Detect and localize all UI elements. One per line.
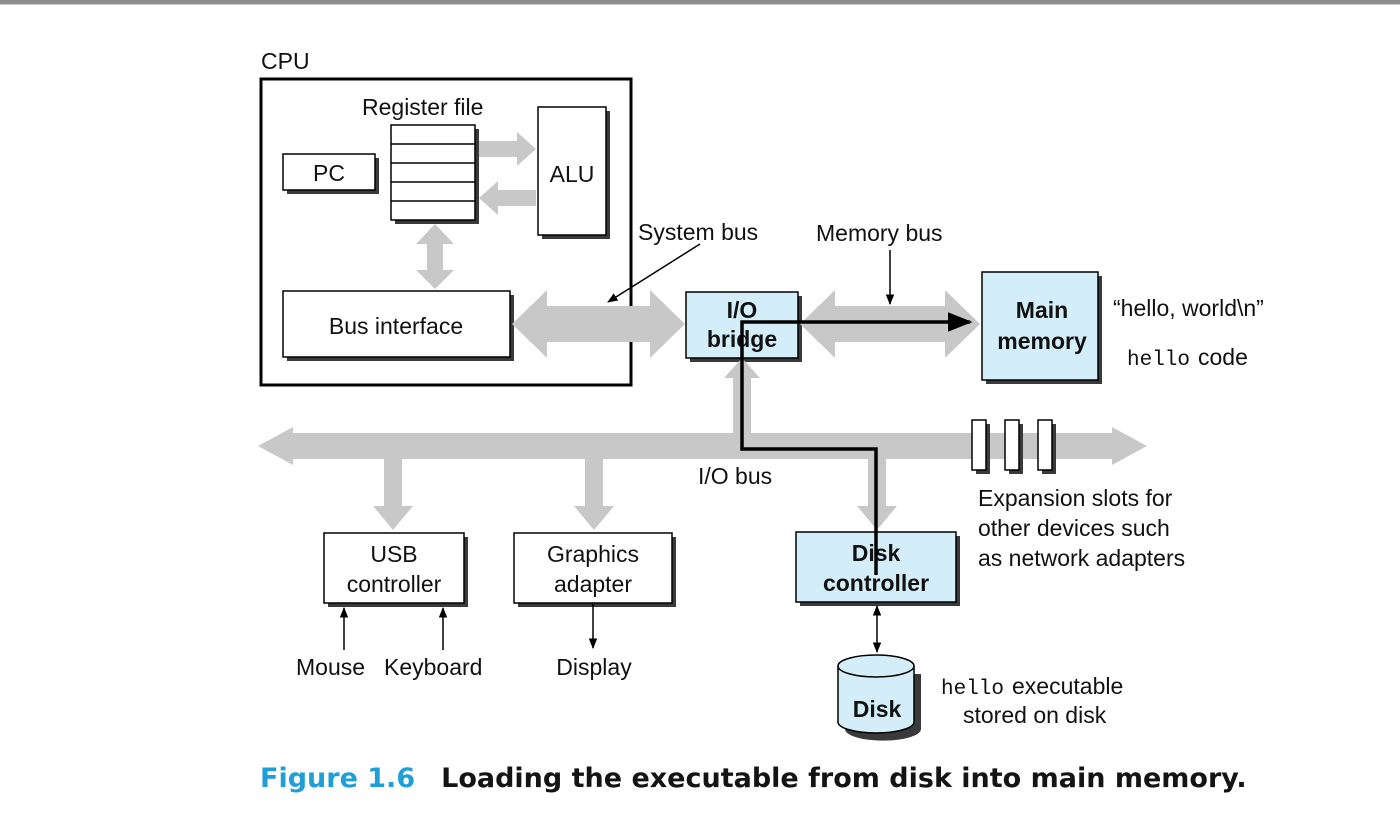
main-memory-string-content: “hello, world\n”: [1113, 295, 1264, 321]
iobus-to-graphics-arrow: [574, 459, 614, 530]
system-bus-pointer: [607, 243, 701, 303]
pc-label: PC: [313, 160, 345, 186]
main-memory-label-line2: memory: [997, 328, 1087, 354]
mouse-label: Mouse: [296, 654, 365, 680]
system-bus-arrow: [512, 290, 685, 358]
main-memory: Main memory: [981, 271, 1102, 384]
disk-note-line1: hello executable: [941, 673, 1123, 701]
figure-number: Figure 1.6: [260, 763, 416, 794]
main-memory-code-content: hello code: [1127, 344, 1248, 372]
io-bridge: I/O bridge: [685, 291, 802, 362]
expansion-slots-label-line3: as network adapters: [978, 545, 1185, 571]
display-label: Display: [556, 654, 632, 680]
disk-label: Disk: [853, 696, 902, 722]
io-bus-label: I/O bus: [698, 463, 772, 489]
regfile-businterface-arrow: [416, 224, 454, 289]
data-transfer-path: [740, 312, 973, 575]
figure-title: Loading the executable from disk into ma…: [441, 763, 1247, 794]
graphics-adapter: Graphics adapter: [513, 532, 676, 607]
memory-bus-label: Memory bus: [816, 220, 943, 246]
alu-label: ALU: [550, 161, 595, 187]
disk-controller: Disk controller: [795, 531, 960, 606]
bus-interface: Bus interface: [282, 290, 514, 361]
alu: ALU: [537, 106, 610, 239]
cpu-label: CPU: [261, 48, 310, 74]
usb-controller-label-line2: controller: [347, 571, 442, 597]
register-file: [390, 124, 479, 224]
expansion-slots-label-line2: other devices such: [978, 515, 1170, 541]
iobus-to-usb-arrow: [373, 459, 413, 530]
figure-caption: Figure 1.6 Loading the executable from di…: [260, 763, 1247, 803]
disk-note-rest: executable: [1012, 673, 1123, 699]
main-memory-code-mono: hello: [1127, 349, 1190, 372]
memory-bus-arrow: [800, 290, 980, 358]
keyboard-label: Keyboard: [384, 654, 482, 680]
usb-controller: USB controller: [323, 532, 468, 607]
graphics-adapter-label-line2: adapter: [554, 571, 632, 597]
graphics-adapter-label-line1: Graphics: [547, 541, 639, 567]
disk-note-mono: hello: [941, 678, 1004, 701]
system-bus-label: System bus: [638, 219, 758, 245]
io-bus-arrow: [258, 427, 1147, 465]
disk: Disk: [837, 654, 921, 741]
expansion-slots: [971, 419, 1056, 474]
usb-controller-label-line1: USB: [370, 541, 417, 567]
pc-register: PC: [282, 153, 379, 194]
expansion-slots-label-line1: Expansion slots for: [978, 485, 1173, 511]
main-memory-label-line1: Main: [1016, 297, 1068, 323]
io-bridge-label-line1: I/O: [727, 297, 758, 323]
regfile-to-alu-arrow: [479, 132, 536, 166]
alu-to-regfile-arrow: [479, 181, 536, 215]
main-memory-code-rest: code: [1198, 344, 1248, 370]
bus-interface-label: Bus interface: [329, 313, 463, 339]
top-edge-bar: [0, 0, 1400, 5]
register-file-label: Register file: [362, 94, 483, 120]
disk-note-line2: stored on disk: [963, 702, 1107, 728]
